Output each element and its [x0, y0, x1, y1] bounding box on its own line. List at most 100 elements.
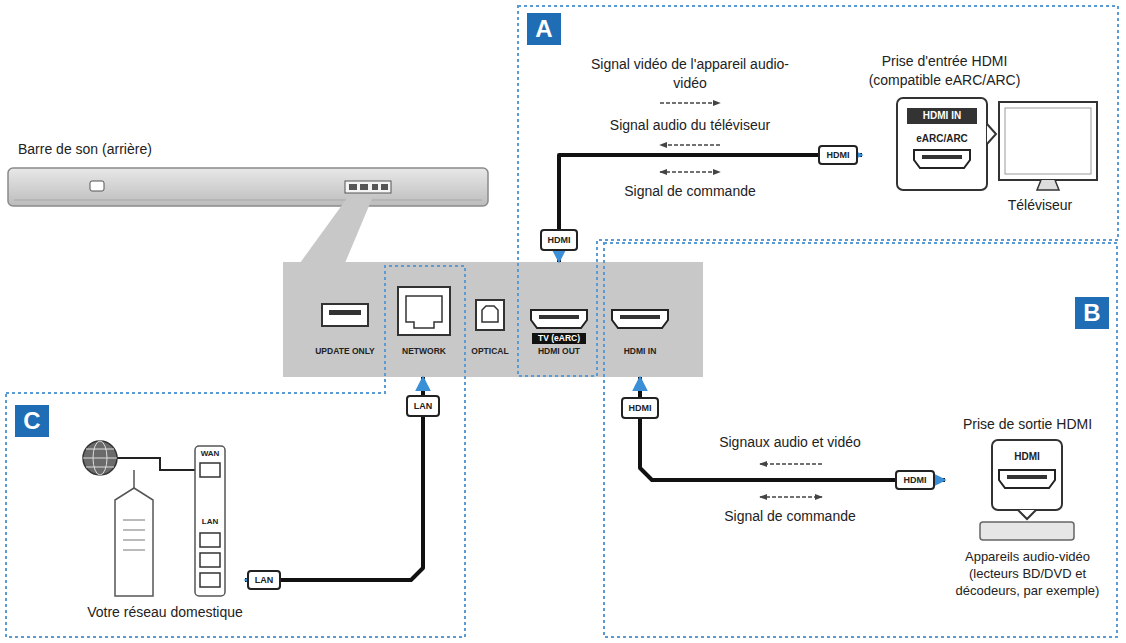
- cable-plug: [248, 146, 934, 589]
- router-illustration: [83, 441, 117, 475]
- signal-label: Signal audio du téléviseur: [590, 116, 790, 134]
- soundbar-body: [14, 200, 482, 201]
- hdmi-cable: [245, 377, 423, 580]
- av-device-illustration: [1018, 510, 1036, 519]
- tv-illustration: [922, 155, 962, 159]
- plug-label: LAN: [248, 571, 280, 589]
- signal-label: Signal vidéo de l'appareil audio-vidéo: [590, 55, 790, 93]
- port-name: OPTICAL: [463, 346, 517, 357]
- hdmi-cable: [640, 377, 945, 480]
- soundbar-title: Barre de son (arrière): [18, 140, 238, 158]
- region-outline: [5, 265, 467, 638]
- router-illustration: [86, 449, 114, 450]
- av-device-illustration: [992, 440, 1062, 510]
- port-name: NETWORK: [389, 346, 459, 357]
- port-name: HDMI IN: [610, 346, 670, 357]
- hdmi-cable: [559, 155, 862, 262]
- router-illustration: [123, 540, 145, 541]
- panel-ports: [612, 310, 668, 328]
- region-outline: [518, 6, 1118, 376]
- region-letter: C: [15, 405, 49, 437]
- router-illustration: [123, 550, 145, 551]
- panel-ports: [531, 310, 587, 328]
- panel-ports: [406, 296, 442, 328]
- soundbar-body: [90, 181, 104, 191]
- signal-arrows: [760, 496, 822, 498]
- signal-arrows: [660, 102, 720, 104]
- jack-label: HDMI: [992, 450, 1062, 464]
- cable-plug: [248, 571, 280, 589]
- signal-label: Signaux audio et vidéo: [690, 433, 890, 451]
- router-illustration: [200, 573, 220, 587]
- tv-illustration: [1037, 180, 1059, 190]
- panel-ports: [482, 306, 498, 322]
- av-device-illustration: [999, 470, 1055, 488]
- cable-plug: [407, 396, 439, 416]
- region-outline: [6, 266, 465, 637]
- plug-label: HDMI: [819, 146, 857, 164]
- jack-label: HDMI IN: [907, 108, 977, 124]
- router-illustration: [195, 446, 225, 596]
- signal-arrows: [760, 463, 822, 465]
- zoom-callout: [300, 194, 374, 263]
- panel-ports: [539, 315, 579, 319]
- device-name: Appareils audio-vidéo (lecteurs BD/DVD e…: [945, 548, 1110, 599]
- router-illustration: [123, 530, 145, 531]
- signal-label: Signal de commande: [590, 182, 790, 200]
- av-device: Prise de sortie HDMI HDMI Appareils audio-…: [945, 412, 1110, 612]
- av-device-illustration: [980, 522, 1074, 540]
- signal-arrows: [660, 144, 720, 146]
- router-illustration: [133, 470, 135, 488]
- tv-illustration: [897, 98, 987, 190]
- plug-label: HDMI: [896, 471, 934, 489]
- router-illustration: [200, 463, 220, 477]
- router-illustration: [83, 458, 117, 459]
- soundbar-body: [381, 184, 388, 190]
- plug-label: LAN: [407, 396, 439, 416]
- soundbar-body: [349, 184, 357, 190]
- soundbar-rear: Barre de son (arrière): [8, 140, 490, 208]
- panel-ports: [620, 315, 660, 319]
- signal-label: Signal de commande: [690, 507, 890, 525]
- router-illustration: [86, 467, 114, 468]
- port-name: LAN: [195, 517, 225, 527]
- port-name: HDMI OUT: [529, 346, 589, 357]
- plug-label: HDMI: [541, 230, 577, 250]
- cable-plug: [541, 230, 577, 250]
- cable-plug: [896, 471, 934, 489]
- tv-input: Prise d'entrée HDMI (compatible eARC/ARC…: [862, 48, 1112, 218]
- region-letter: A: [527, 13, 561, 45]
- tv-illustration: [1005, 108, 1091, 174]
- router-illustration: [115, 488, 153, 596]
- tv-illustration: [897, 98, 1097, 190]
- port-name: WAN: [195, 449, 225, 459]
- jack-label: eARC/ARC: [907, 132, 977, 146]
- region-letter: B: [1075, 297, 1109, 329]
- tv-illustration: [999, 102, 1097, 180]
- device-name: Téléviseur: [990, 196, 1090, 214]
- router-illustration: [200, 533, 220, 547]
- cable-plug: [622, 398, 658, 418]
- panel-ports: [322, 304, 368, 326]
- jack-heading: Prise de sortie HDMI: [945, 415, 1110, 433]
- router-illustration: [83, 441, 225, 596]
- home-router: WAN LAN Votre réseau domestique: [85, 445, 245, 623]
- panel-ports: [329, 310, 361, 315]
- tv-illustration: [914, 150, 970, 168]
- device-name: Votre réseau domestique: [85, 603, 245, 621]
- av-device-illustration: [980, 440, 1074, 540]
- region-outline: [604, 243, 1117, 637]
- port-name: TV (eARC): [532, 333, 586, 344]
- soundbar-body: [8, 168, 488, 206]
- plug-label: HDMI: [622, 398, 658, 418]
- panel-ports: [398, 287, 450, 335]
- cable-plug: [819, 146, 857, 164]
- soundbar-body: [345, 181, 391, 193]
- router-illustration: [123, 520, 145, 521]
- panel-ground: [283, 262, 703, 377]
- router-illustration: [200, 553, 220, 567]
- panel-ports: [476, 300, 504, 330]
